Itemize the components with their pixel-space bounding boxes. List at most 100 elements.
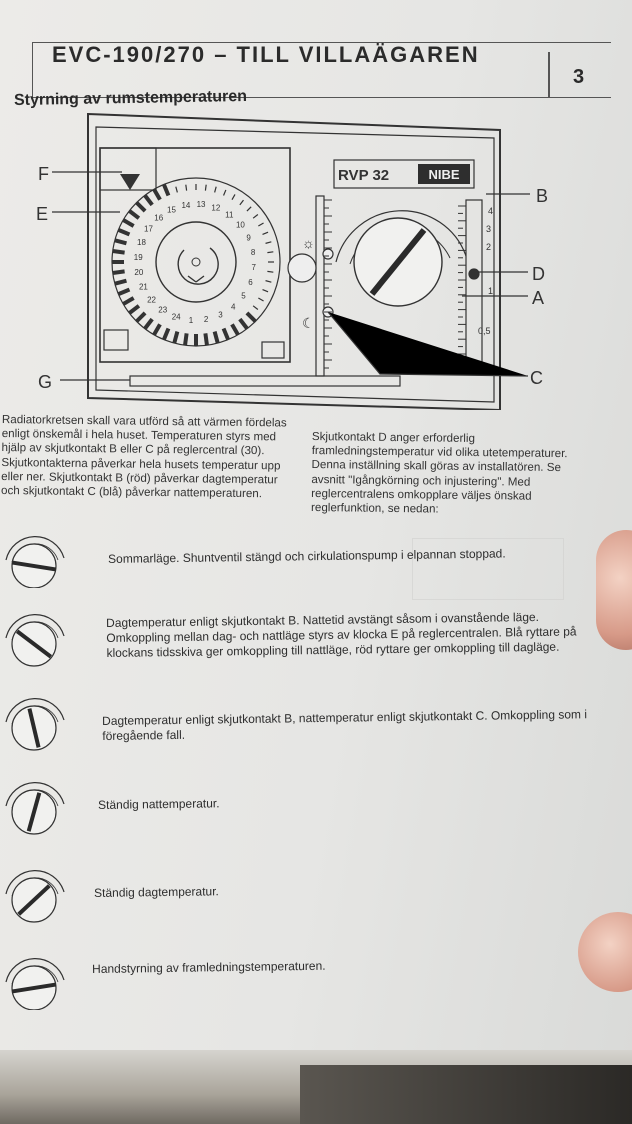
dial-part — [5, 870, 65, 895]
sun-symbol: ☼ — [302, 235, 315, 251]
clock-number: 14 — [181, 201, 190, 210]
scale-label-3: 3 — [486, 224, 491, 234]
clock-rider — [252, 305, 259, 310]
mode-day-text: Dagtemperatur enligt skjutkontakt B. Nat… — [106, 609, 577, 660]
switch-right — [261, 341, 285, 359]
clock-rider — [117, 287, 131, 296]
clock-rider — [230, 323, 240, 336]
dial-pointer — [12, 560, 56, 572]
mode-day-night-text: Dagtemperatur enligt skjutkontakt B, nat… — [102, 707, 588, 743]
clock-rider — [258, 222, 264, 227]
callout-E: E — [36, 204, 48, 224]
clock-number: 21 — [139, 283, 148, 292]
callout-A: A — [532, 288, 544, 308]
controller-housing — [87, 112, 501, 410]
thumb-upper — [596, 530, 632, 650]
clock-number: 20 — [134, 268, 143, 277]
header-frame — [32, 42, 611, 98]
clock-rider — [262, 288, 269, 293]
clock-rider — [267, 270, 274, 273]
clock-rider — [112, 269, 125, 275]
mode-dial-night-icon — [5, 782, 65, 835]
clock-window — [99, 147, 157, 191]
clock-rider — [135, 201, 147, 213]
clock-rider — [265, 241, 272, 244]
slide-bar — [129, 375, 401, 387]
mode-dial-summer-icon — [5, 536, 65, 588]
intro-left-column: Radiatorkretsen skall vara utförd så att… — [0, 413, 287, 501]
clock-rider — [212, 331, 220, 344]
header-divider — [548, 52, 550, 98]
moon-symbol: ☾ — [302, 315, 315, 331]
mode-dial-day-icon — [5, 614, 65, 667]
mode-manual-text: Handstyrning av framledningstemperaturen… — [92, 958, 326, 976]
clock-rider — [143, 317, 154, 330]
clock-number: 15 — [167, 205, 176, 214]
clock-rider — [183, 333, 189, 346]
dial-pointer — [27, 708, 41, 748]
callout-F: F — [38, 164, 49, 184]
clock-number: 8 — [251, 248, 256, 257]
clock-number: 12 — [211, 203, 220, 212]
clock-rider — [214, 186, 217, 193]
clock-number: 10 — [236, 221, 245, 230]
page-header-title: EVC-190/270 – TILL VILLAÄGAREN — [52, 42, 480, 67]
clock-rider — [204, 184, 207, 191]
dial-pointer — [12, 982, 56, 994]
clock-rider — [231, 194, 236, 200]
callout-letters: F E G B D A C — [36, 164, 548, 392]
logo-text: NIBE — [428, 167, 459, 182]
clock-rider — [114, 278, 127, 286]
clock-rider — [152, 188, 162, 201]
clock-rider — [128, 304, 141, 315]
rail-ticks — [324, 199, 466, 369]
clock-rider — [122, 218, 135, 228]
slider-rails — [287, 195, 483, 377]
clock-rider — [221, 327, 230, 341]
clock-number: 17 — [144, 225, 153, 234]
clock-number: 6 — [248, 278, 253, 287]
clock-number: 4 — [231, 302, 236, 311]
clock-number: 18 — [137, 238, 146, 247]
clock-rider — [258, 297, 264, 302]
clock-rider — [246, 206, 252, 212]
brand-text: RVP 32 — [338, 167, 389, 184]
clock-rider — [265, 280, 272, 283]
switch-left — [103, 329, 129, 351]
clock-rider — [222, 189, 227, 196]
intro-right-column: Skjutkontakt D anger erforderlig framled… — [310, 430, 568, 516]
clock-rider — [239, 199, 244, 206]
clock-rider-ticks — [112, 183, 274, 346]
scale-label-4: 4 — [488, 206, 493, 216]
clock-number: 7 — [252, 263, 257, 272]
clock-number: 16 — [154, 214, 163, 223]
clock-rider — [185, 184, 188, 191]
dial-part — [5, 698, 65, 723]
callout-D: D — [532, 264, 545, 284]
background-shadow — [300, 1065, 632, 1124]
clock-rider — [203, 333, 209, 346]
scale-label-2: 2 — [486, 242, 491, 252]
clock-number: 13 — [197, 200, 206, 209]
clock-rider — [117, 228, 131, 237]
clock-rider — [143, 194, 154, 207]
clock-number: 3 — [218, 311, 223, 320]
callout-G: G — [38, 372, 52, 392]
clock-rider — [122, 296, 135, 306]
clock-number: 11 — [225, 210, 234, 219]
callout-B: B — [536, 186, 548, 206]
clock-rider — [112, 249, 125, 255]
clock-rider — [172, 331, 180, 344]
pointer-arrow — [120, 174, 140, 190]
clock-rider — [175, 186, 178, 193]
clock-number: 2 — [204, 315, 209, 324]
mode-selector-knob — [335, 210, 467, 307]
clock-number: 24 — [172, 313, 181, 322]
clock-rider — [152, 323, 162, 336]
callout-lines — [52, 171, 530, 381]
clock-rider — [128, 209, 141, 220]
mode-dial-constant-day-icon — [5, 870, 65, 923]
clock-rider — [162, 183, 171, 197]
